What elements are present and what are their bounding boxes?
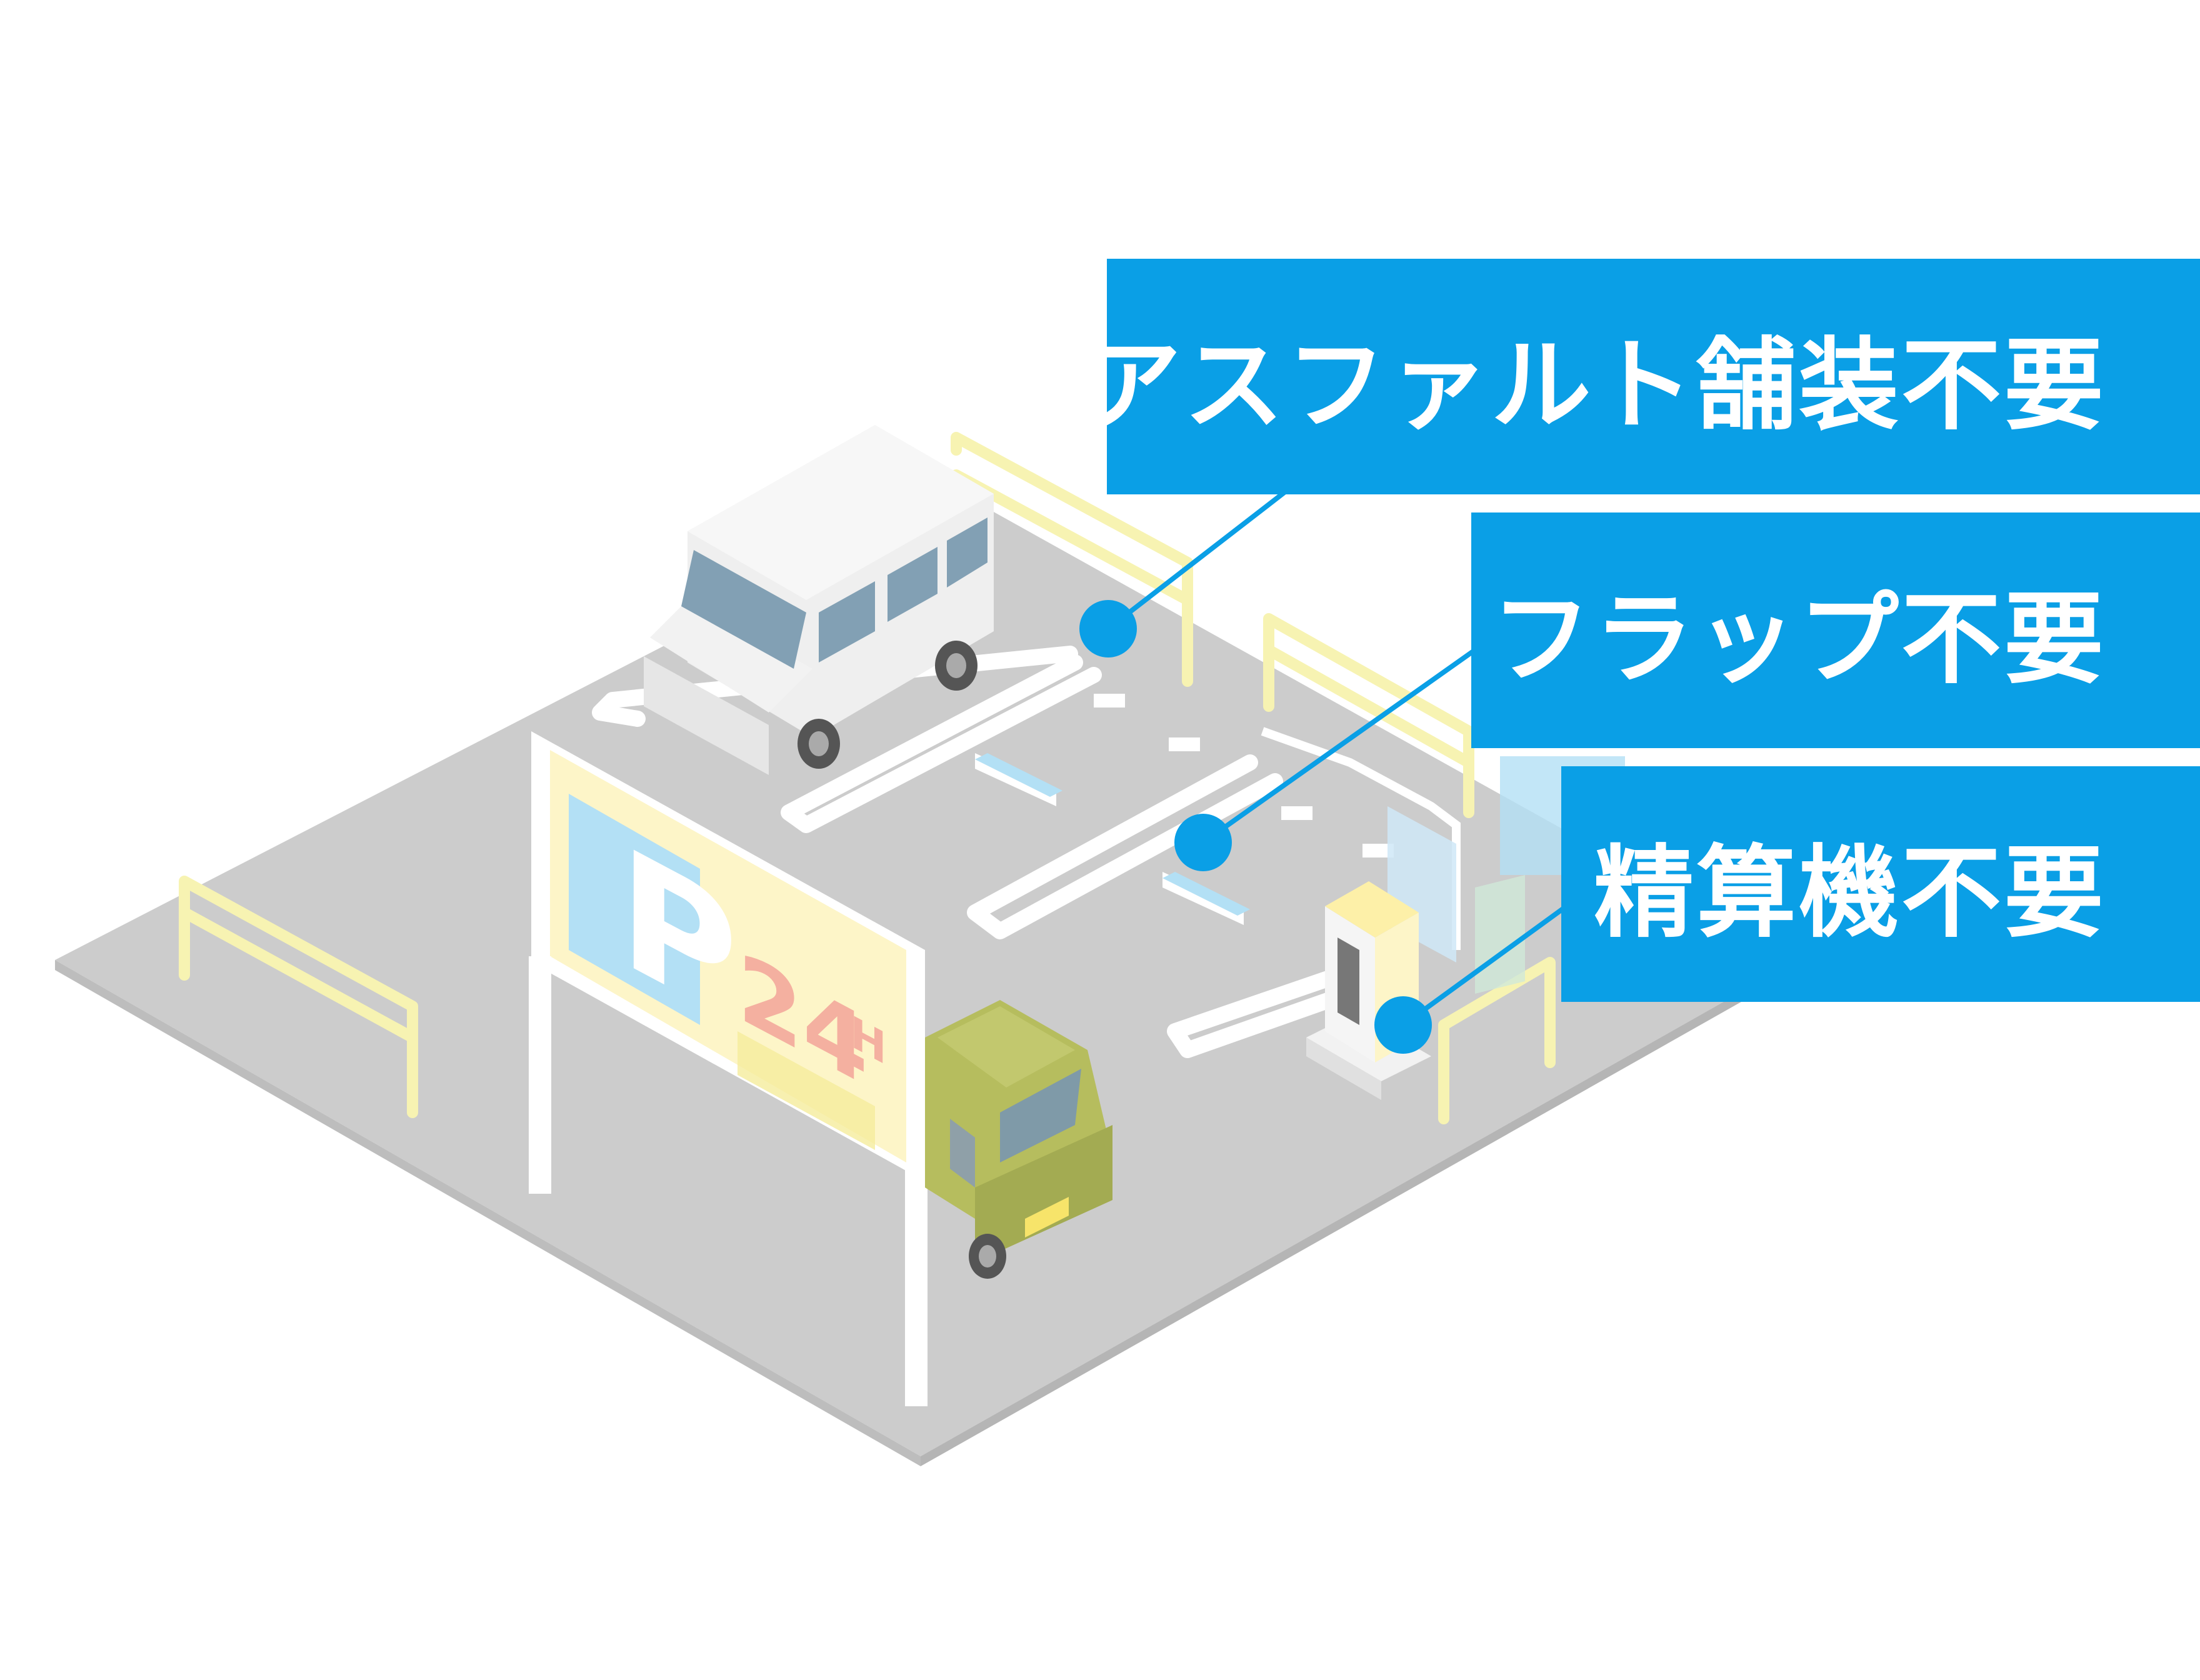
callout-connectors xyxy=(1106,488,1577,1028)
callout-asphalt-not-required: アスファルト舗装不要 xyxy=(1081,259,2200,494)
marker-dot-flap xyxy=(1174,814,1232,871)
callout-flap-not-required: フラップ不要 xyxy=(1471,512,2200,748)
parking-space-lines xyxy=(592,646,1408,1058)
payment-machine-icon xyxy=(1306,881,1431,1100)
callout-payment-machine-not-required: 精算機不要 xyxy=(1561,766,2200,1002)
flap-plate-icon xyxy=(1162,872,1250,925)
parking-ground xyxy=(55,493,1798,1466)
white-van-icon xyxy=(644,425,994,775)
fences xyxy=(179,432,1556,1124)
callout-label: 精算機不要 xyxy=(1593,834,2106,951)
callout-label: フラップ不要 xyxy=(1491,580,2106,698)
flap-plates xyxy=(975,694,1394,925)
marker-dot-payment xyxy=(1374,996,1432,1054)
callout-label: アスファルト舗装不要 xyxy=(1081,326,2106,444)
olive-car-icon xyxy=(925,1000,1112,1279)
flap-plate-icon xyxy=(975,753,1062,806)
parking-24h-sign-icon: P 24 H xyxy=(529,731,928,1406)
marker-dot-asphalt xyxy=(1079,600,1137,658)
